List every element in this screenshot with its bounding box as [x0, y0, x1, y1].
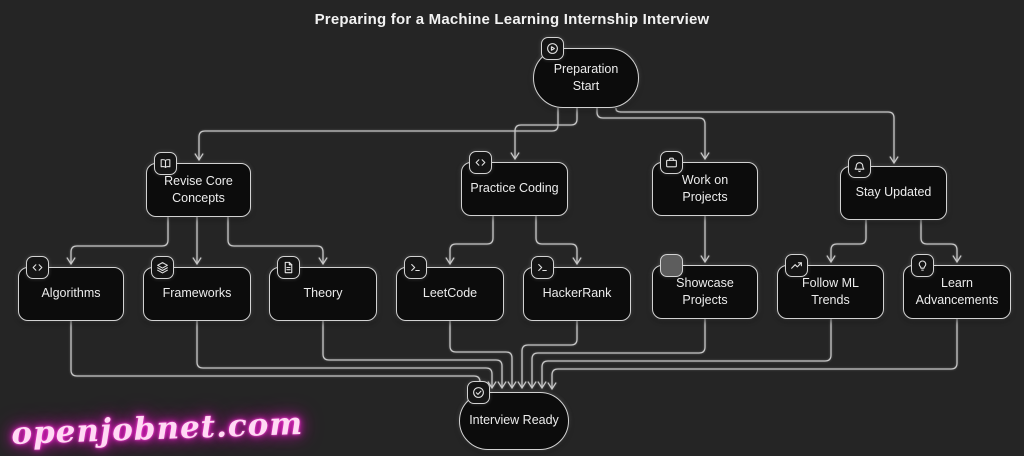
edge-learn-advancements-to-interview-ready	[547, 319, 958, 391]
trending-up-icon	[785, 254, 808, 277]
edge-hackerrank-to-interview-ready	[517, 321, 578, 390]
node-frameworks: Frameworks	[143, 256, 251, 321]
lightbulb-icon	[911, 254, 934, 277]
node-label-learn-advancements: Learn Advancements	[915, 275, 999, 308]
node-label-stay-updated: Stay Updated	[855, 185, 932, 200]
terminal-icon	[404, 256, 427, 279]
node-theory: Theory	[269, 256, 377, 321]
edge-revise-core-concepts-to-algorithms	[66, 217, 169, 266]
bell-icon	[848, 155, 871, 178]
node-practice-coding: Practice Coding	[461, 151, 568, 216]
node-label-practice-coding: Practice Coding	[470, 181, 559, 196]
file-text-icon	[277, 256, 300, 279]
book-open-icon	[154, 152, 177, 175]
node-stay-updated: Stay Updated	[840, 155, 947, 220]
node-label-theory: Theory	[303, 286, 343, 301]
node-hackerrank: HackerRank	[523, 256, 631, 321]
edge-algorithms-to-interview-ready	[70, 321, 485, 391]
code-icon	[26, 256, 49, 279]
edge-follow-ml-trends-to-interview-ready	[537, 319, 832, 390]
edge-practice-coding-to-leetcode	[445, 216, 494, 266]
node-revise-core-concepts: Revise Core Concepts	[146, 152, 251, 217]
node-work-on-projects: Work on Projects	[652, 151, 758, 216]
layers-icon	[151, 256, 174, 279]
edge-preparation-start-to-revise-core-concepts	[194, 108, 559, 162]
edge-frameworks-to-interview-ready	[196, 321, 497, 390]
node-leetcode: LeetCode	[396, 256, 504, 321]
edge-leetcode-to-interview-ready	[449, 321, 517, 390]
edge-practice-coding-to-hackerrank	[535, 216, 582, 266]
node-label-preparation-start: Preparation Start	[553, 61, 619, 94]
node-preparation-start: Preparation Start	[533, 37, 639, 108]
node-label-interview-ready: Interview Ready	[469, 413, 559, 428]
node-interview-ready: Interview Ready	[459, 381, 569, 450]
node-label-frameworks: Frameworks	[162, 286, 232, 301]
node-label-hackerrank: HackerRank	[542, 286, 612, 301]
node-label-follow-ml-trends: Follow ML Trends	[802, 275, 859, 308]
edge-preparation-start-to-work-on-projects	[596, 108, 710, 161]
edge-preparation-start-to-stay-updated	[615, 108, 899, 165]
play-circle-icon	[541, 37, 564, 60]
edge-showcase-projects-to-interview-ready	[527, 319, 706, 390]
node-showcase-projects: Showcase Projects	[652, 254, 758, 319]
edge-preparation-start-to-practice-coding	[510, 108, 578, 161]
node-follow-ml-trends: Follow ML Trends	[777, 254, 884, 319]
edge-stay-updated-to-learn-advancements	[920, 220, 962, 264]
code-icon	[469, 151, 492, 174]
check-circle-icon	[467, 381, 490, 404]
edge-revise-core-concepts-to-theory	[227, 217, 328, 266]
node-algorithms: Algorithms	[18, 256, 124, 321]
node-label-leetcode: LeetCode	[422, 286, 478, 301]
node-label-revise-core-concepts: Revise Core Concepts	[164, 173, 233, 206]
diagram-title: Preparing for a Machine Learning Interns…	[314, 11, 710, 28]
edge-stay-updated-to-follow-ml-trends	[826, 220, 867, 264]
node-learn-advancements: Learn Advancements	[903, 254, 1011, 319]
filled-square-icon	[660, 254, 683, 277]
briefcase-icon	[660, 151, 683, 174]
node-label-showcase-projects: Showcase Projects	[676, 275, 734, 308]
edge-theory-to-interview-ready	[322, 321, 507, 390]
node-label-work-on-projects: Work on Projects	[681, 172, 729, 205]
node-label-algorithms: Algorithms	[41, 286, 101, 301]
terminal-icon	[531, 256, 554, 279]
